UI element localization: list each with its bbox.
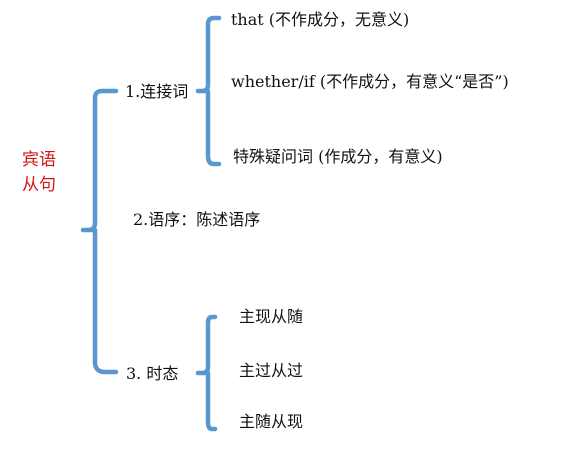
branch-tense-label: 3. 时态 — [126, 364, 179, 383]
branch-connectives-label: 1.连接词 — [125, 82, 189, 101]
connective-bracket — [195, 15, 222, 167]
connective-whether-if-label: whether/if (不作成分，有意义“是否”) — [231, 72, 509, 91]
root-node-object-clause: 宾语从句 — [22, 150, 56, 195]
connective-that-label: that (不作成分，无意义) — [231, 10, 410, 29]
connective-wh-words-label: 特殊疑问词 (作成分，有意义) — [233, 147, 443, 166]
tense-rule-follow-present-label: 主随从现 — [239, 412, 304, 431]
tense-rule-past-past-label: 主过从过 — [239, 361, 304, 380]
root-bracket — [80, 88, 119, 375]
tense-bracket — [195, 314, 218, 432]
branch-word-order-label: 2.语序：陈述语序 — [133, 210, 261, 229]
tense-rule-present-follows-label: 主现从随 — [239, 307, 304, 326]
